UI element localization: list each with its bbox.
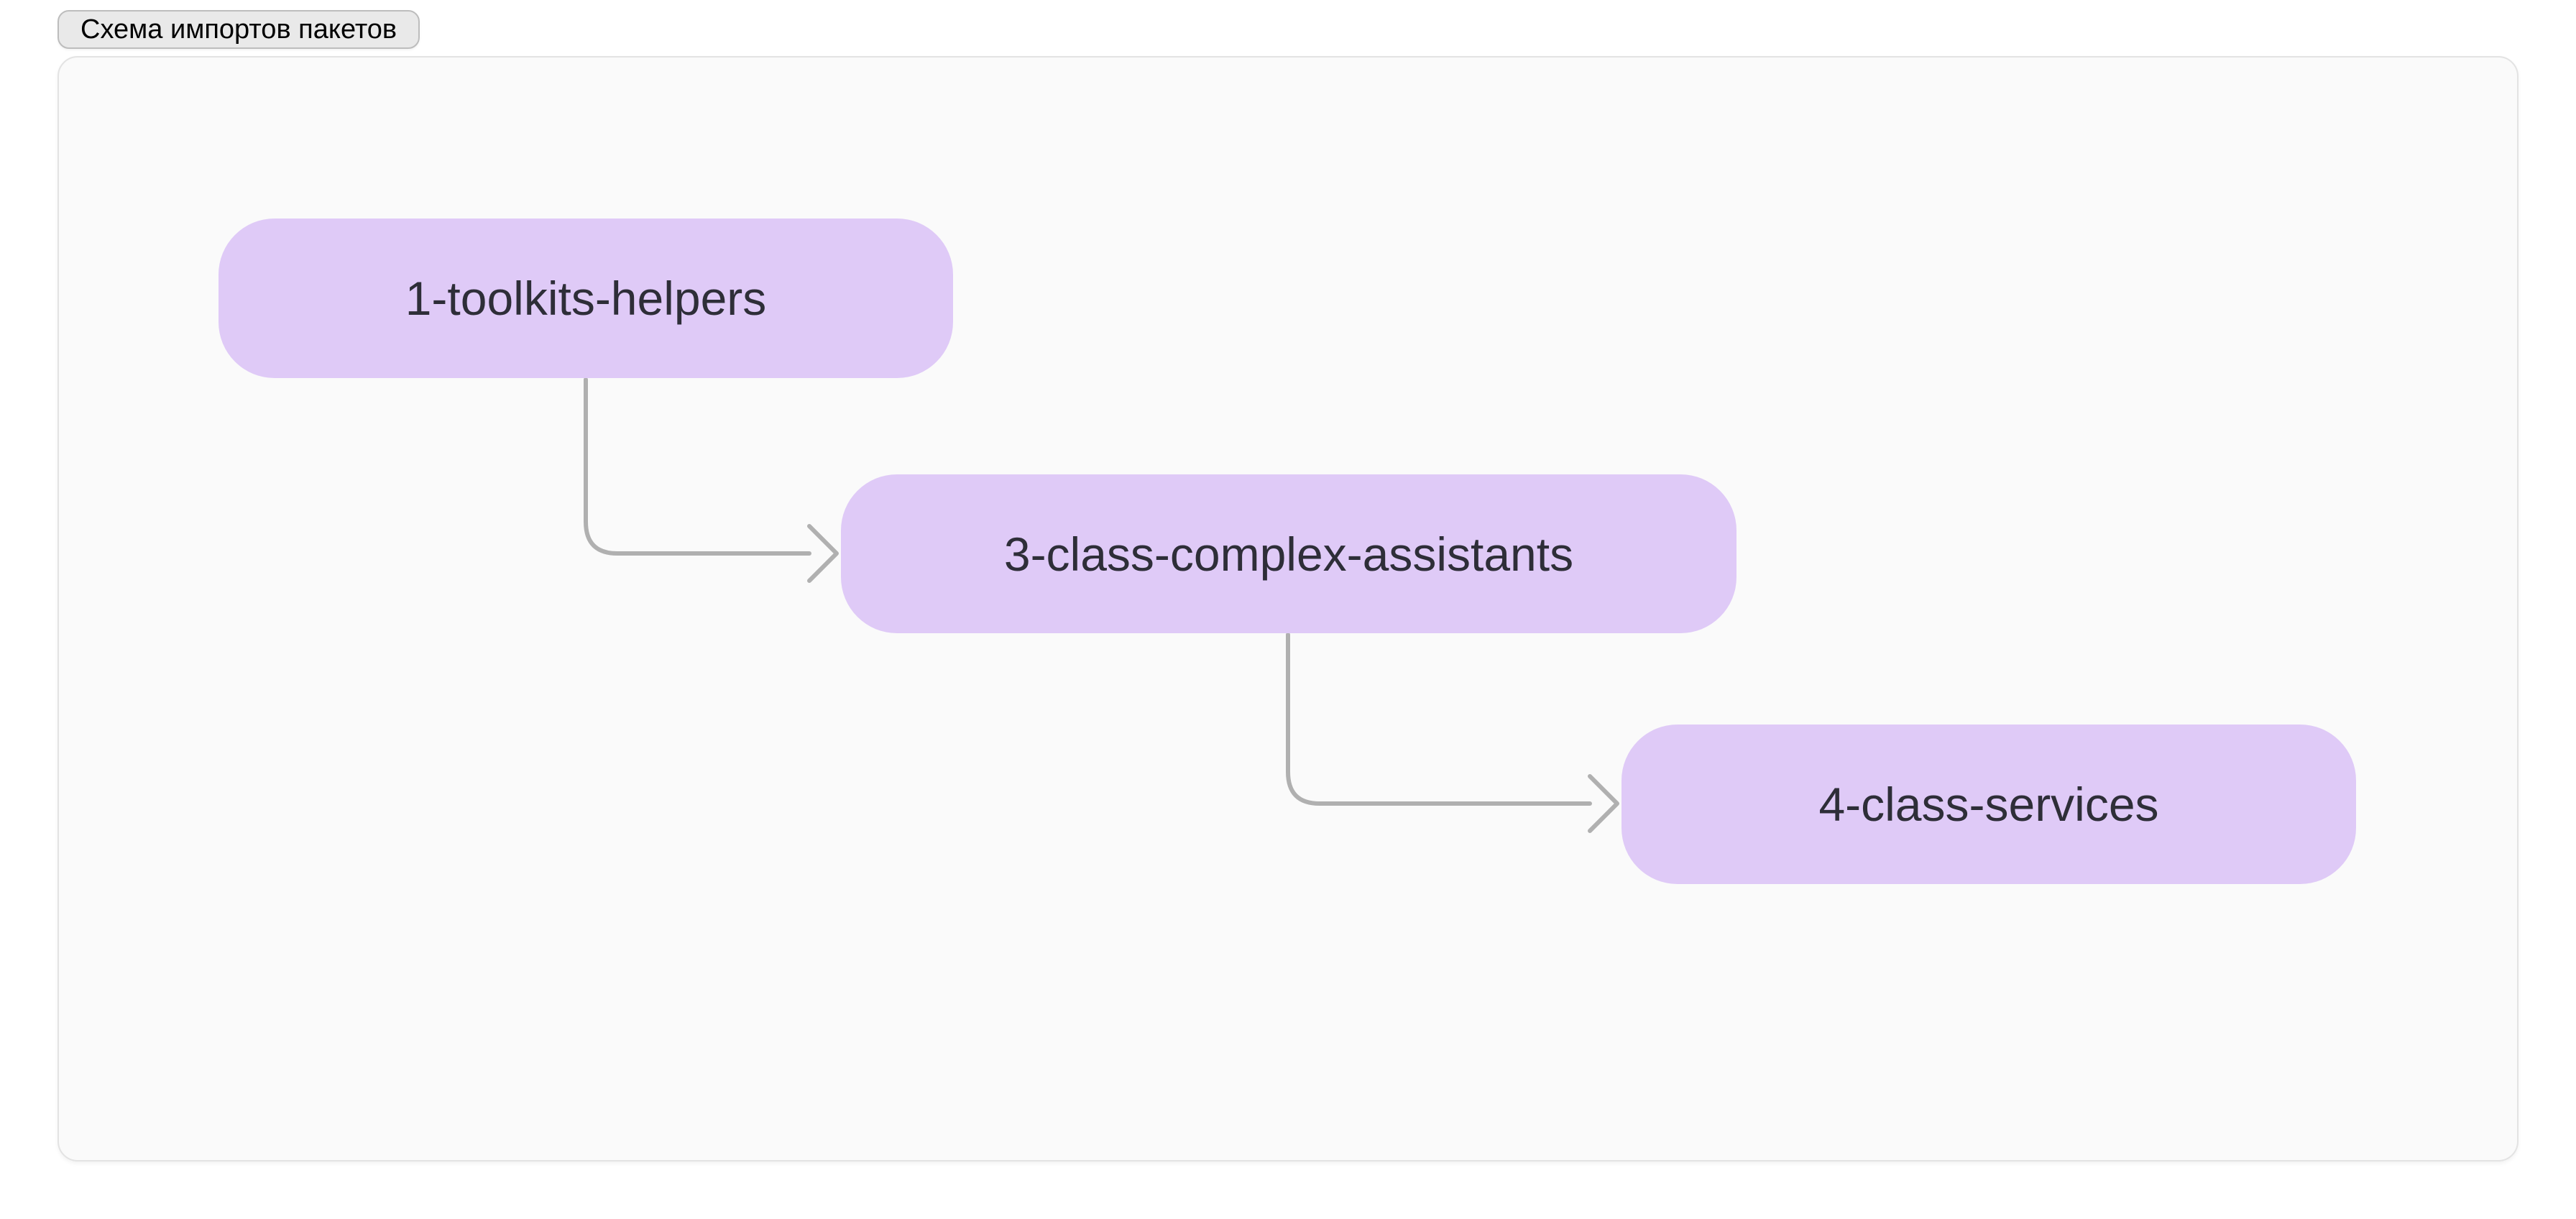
node-4-class-services: 4-class-services [1622, 724, 2356, 884]
package-imports-diagram-button[interactable]: Схема импортов пакетов [58, 10, 420, 49]
node-1-toolkits-helpers: 1-toolkits-helpers [218, 218, 953, 378]
node-3-class-complex-assistants: 3-class-complex-assistants [841, 474, 1736, 633]
node-label: 1-toolkits-helpers [405, 272, 767, 325]
node-label: 4-class-services [1818, 778, 2159, 831]
node-label: 3-class-complex-assistants [1003, 527, 1574, 581]
